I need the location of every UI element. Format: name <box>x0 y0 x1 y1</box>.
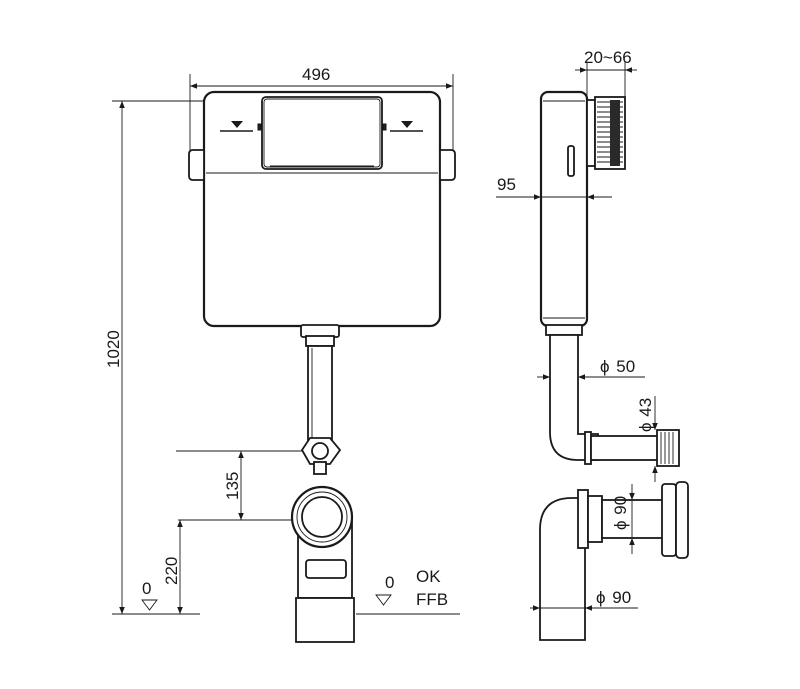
svg-text:ϕ 50: ϕ 50 <box>600 357 635 376</box>
svg-text:ϕ 90: ϕ 90 <box>611 496 630 530</box>
phi-symbol: ϕ <box>611 520 630 530</box>
front-view <box>188 90 456 643</box>
width-label: 496 <box>302 65 330 84</box>
water-level-icon <box>231 121 243 128</box>
phi-symbol: ϕ <box>596 588 606 607</box>
water-level-icon <box>401 121 413 128</box>
pipe-90-horizontal-label: 90 <box>612 588 631 607</box>
side-view <box>539 90 689 641</box>
phi-symbol: ϕ <box>636 422 655 432</box>
pipe-43-label: 43 <box>636 398 655 417</box>
pipe-50-label: 50 <box>616 357 635 376</box>
phi-symbol: ϕ <box>600 357 610 376</box>
cistern-side-body <box>539 90 589 328</box>
ok-label: OK <box>416 567 441 586</box>
zero-label-left: 0 <box>142 579 151 598</box>
svg-text:ϕ 90: ϕ 90 <box>596 588 631 607</box>
svg-text:ϕ 43: ϕ 43 <box>636 398 655 432</box>
depth-label: 95 <box>497 175 516 194</box>
floor-height-label: 220 <box>162 557 181 585</box>
side-dimensions: 20~66 95 ϕ 50 ϕ 43 ϕ 90 <box>496 48 658 640</box>
pipe-90-vertical-label: 90 <box>611 496 630 515</box>
flush-plate-range-label: 20~66 <box>584 48 632 67</box>
zero-ok-label: 0 <box>385 573 394 592</box>
height-label: 1020 <box>104 330 123 368</box>
front-dimensions: 496 1020 135 220 0 0 OK FFB <box>104 65 460 615</box>
outlet-height-label: 135 <box>223 472 242 500</box>
level-icon <box>141 599 158 611</box>
ffb-level-icon <box>375 594 392 606</box>
ffb-label: FFB <box>416 590 448 609</box>
flush-plate-opening <box>261 96 383 170</box>
